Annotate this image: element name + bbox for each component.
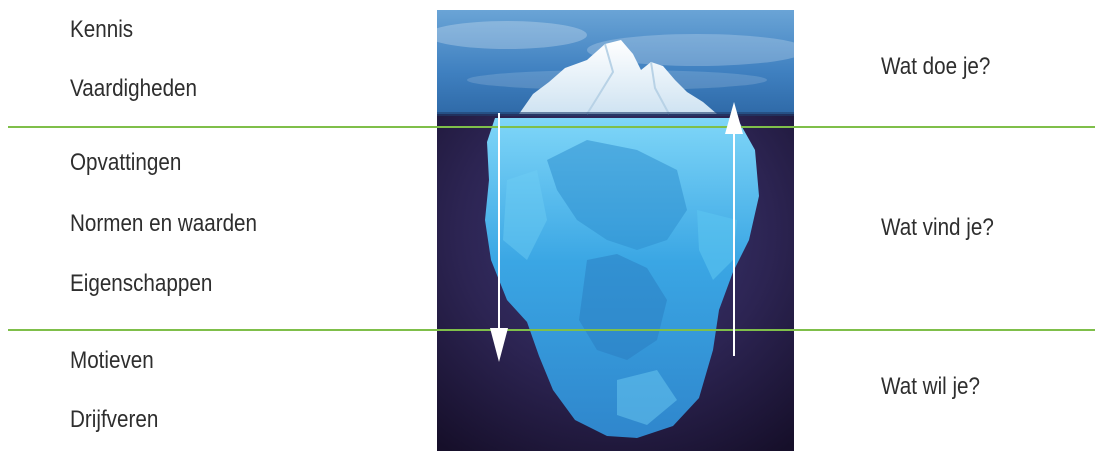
label-kennis: Kennis [70, 18, 133, 42]
label-vaardigheden: Vaardigheden [70, 77, 197, 101]
question-wat-vind-je: Wat vind je? [881, 216, 994, 240]
iceberg-image [437, 10, 794, 451]
label-eigenschappen: Eigenschappen [70, 272, 212, 296]
waterline-divider [8, 126, 1095, 128]
label-normen-en-waarden: Normen en waarden [70, 212, 257, 236]
question-wat-wil-je: Wat wil je? [881, 375, 980, 399]
label-opvattingen: Opvattingen [70, 151, 181, 175]
question-wat-doe-je: Wat doe je? [881, 55, 990, 79]
label-drijfveren: Drijfveren [70, 408, 158, 432]
label-motieven: Motieven [70, 349, 154, 373]
deep-divider [8, 329, 1095, 331]
